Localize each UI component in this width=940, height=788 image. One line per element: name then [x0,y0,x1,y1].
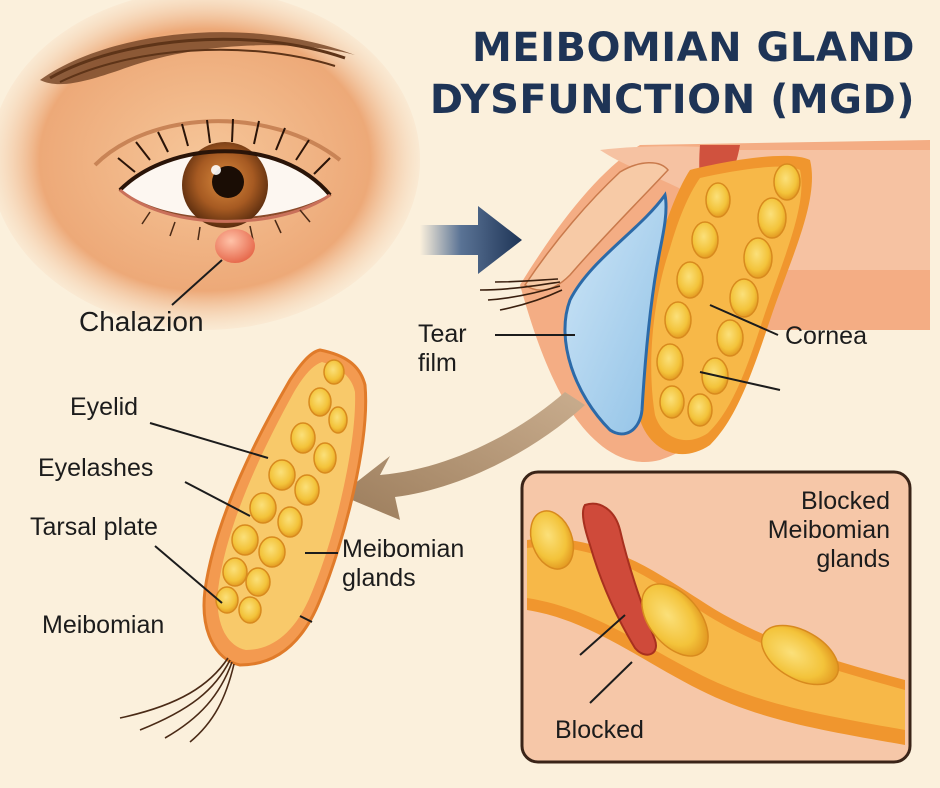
eye-illustration [0,0,420,330]
gland-closeup [119,348,368,743]
chalazion-bump [215,229,255,263]
title-line-2: DYSFUNCTION (MGD) [429,77,915,123]
label-meibomian-glands: Meibomian glands [342,535,465,592]
label-tarsal-plate: Tarsal plate [30,513,158,541]
label-blocked: Blocked [555,716,644,744]
navy-right-arrow [420,206,522,274]
label-chalazion: Chalazion [79,306,204,337]
tan-curved-arrow [340,392,585,520]
chalazion-leader [171,259,223,306]
label-tear-film: Tear film [418,320,467,377]
label-meibomian: Meibomian [42,611,165,639]
blocked-glands-inset [520,470,912,764]
title-line-1: MEIBOMIAN GLAND [471,25,915,71]
label-eyelid: Eyelid [70,393,139,421]
eyelid-cross-section-upper [479,140,930,462]
label-eyelashes: Eyelashes [38,454,154,482]
page-title: MEIBOMIAN GLAND DYSFUNCTION (MGD) [405,22,915,126]
label-blocked-meibomian-glands: Blocked Meibomian glands [767,487,890,573]
label-cornea: Cornea [785,322,867,350]
